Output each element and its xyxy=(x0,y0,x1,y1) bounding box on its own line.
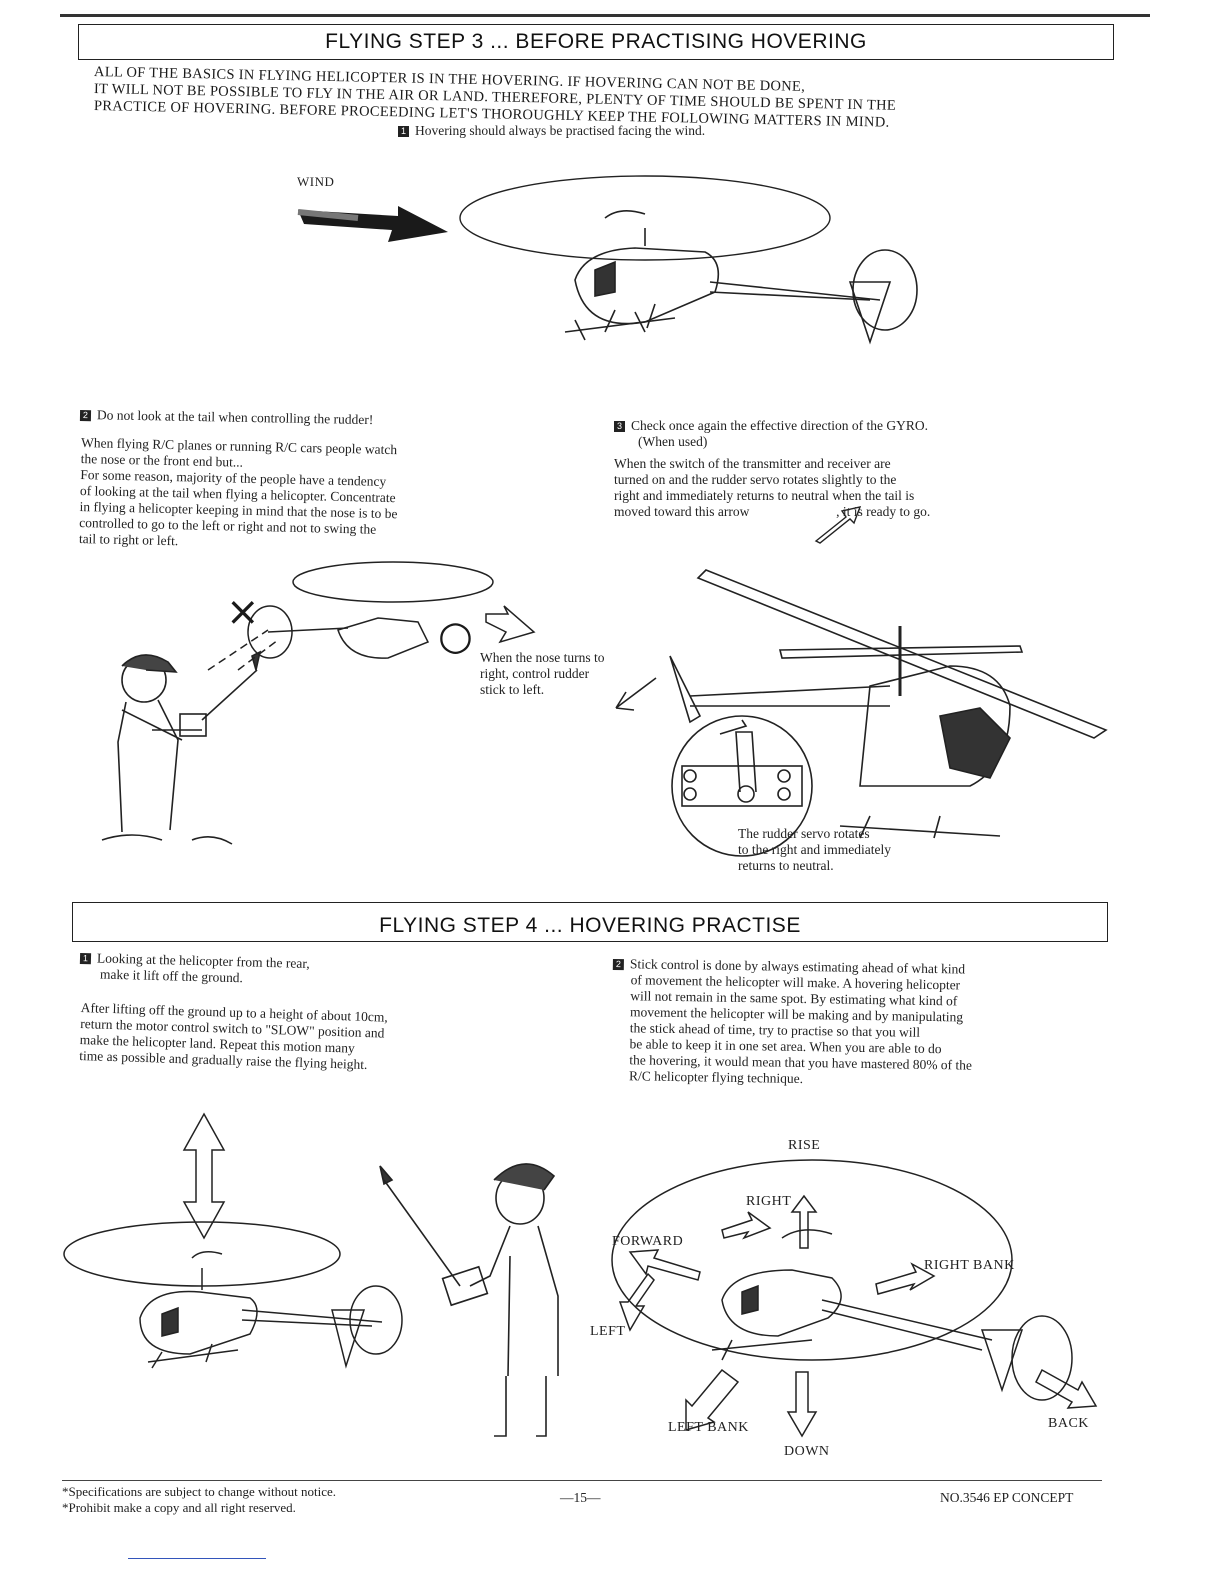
helicopter-illustration-middle xyxy=(207,561,494,671)
bottom-link-rule xyxy=(128,1558,266,1559)
nose-caption-line: right, control rudder xyxy=(480,666,590,681)
step3-item2: 2 Do not look at the tail when controllin… xyxy=(79,407,540,548)
right-mark: ○ xyxy=(438,613,473,659)
wind-arrow-icon xyxy=(297,206,448,242)
direction-forward: FORWARD xyxy=(612,1234,684,1249)
direction-back: BACK xyxy=(1048,1416,1089,1431)
item-number-badge: 1 xyxy=(79,953,92,965)
helicopter-illustration-bottom-left xyxy=(63,1221,403,1369)
step3-header: FLYING STEP 3 ... BEFORE PRACTISING HOVE… xyxy=(325,30,867,53)
item3-line: right and immediately returns to neutral… xyxy=(614,488,915,503)
servo-caption-line: The rudder servo rotates xyxy=(738,826,870,841)
item1-text: Hovering should always be practised faci… xyxy=(415,123,706,138)
direction-down: DOWN xyxy=(784,1444,830,1459)
item-number-badge: 2 xyxy=(79,410,92,422)
pilot-boy-illustration-right xyxy=(379,1163,559,1437)
footer-note: *Specifications are subject to change wi… xyxy=(62,1484,336,1499)
servo-caption: The rudder servo rotates to the right an… xyxy=(738,826,891,874)
helicopter-servo-illustration xyxy=(615,569,1108,857)
footer-notes: *Specifications are subject to change wi… xyxy=(62,1484,336,1516)
item3-line: When the switch of the transmitter and r… xyxy=(614,456,891,471)
pilot-boy-illustration-left xyxy=(101,650,262,845)
item2-title-row: 2 Do not look at the tail when controllin… xyxy=(79,407,540,431)
servo-caption-line: to the right and immediately xyxy=(738,842,891,857)
step4-header: FLYING STEP 4 ... HOVERING PRACTISE xyxy=(379,914,801,937)
item3-line: turned on and the rudder servo rotates s… xyxy=(614,472,897,487)
direction-right-bank: RIGHT BANK xyxy=(924,1258,1015,1273)
model-number: NO.3546 EP CONCEPT xyxy=(940,1490,1074,1505)
tail-direction-arrow-icon xyxy=(814,506,862,544)
top-rule xyxy=(60,14,1150,17)
nose-caption: When the nose turns to right, control ru… xyxy=(480,650,604,698)
wrong-mark: × xyxy=(226,589,260,635)
direction-right: RIGHT xyxy=(746,1194,792,1209)
item-number-badge: 3 xyxy=(614,421,625,432)
up-down-arrow-icon xyxy=(182,1112,226,1240)
wind-label: WIND xyxy=(297,174,335,189)
page-number: —15— xyxy=(560,1490,601,1505)
step3-item1: 1 Hovering should always be practised fac… xyxy=(398,123,898,139)
step3-header-box: FLYING STEP 3 ... BEFORE PRACTISING HOVE… xyxy=(78,24,1114,60)
direction-left: LEFT xyxy=(590,1324,626,1339)
direction-left-bank: LEFT BANK xyxy=(668,1420,749,1435)
item3-title-row: 3 Check once again the effective directio… xyxy=(614,418,1054,434)
item2-title: Do not look at the tail when controlling… xyxy=(96,407,374,428)
item-number-badge: 1 xyxy=(398,126,409,137)
helicopter-direction-diagram xyxy=(611,1159,1098,1438)
item3-title-2: (When used) xyxy=(638,434,708,449)
servo-caption-line: returns to neutral. xyxy=(738,858,834,873)
item-number-badge: 2 xyxy=(612,959,624,971)
step4-header-box: FLYING STEP 4 ... HOVERING PRACTISE xyxy=(72,902,1108,942)
direction-rise: RISE xyxy=(788,1138,821,1153)
item3-title-1: Check once again the effective direction… xyxy=(631,418,929,433)
footer-rule xyxy=(62,1480,1102,1481)
step3-intro: ALL OF THE BASICS IN FLYING HELICOPTER I… xyxy=(94,64,1014,131)
item3-line: moved toward this arrow xyxy=(614,504,750,519)
helicopter-illustration-top xyxy=(459,175,918,345)
nose-caption-line: When the nose turns to xyxy=(480,650,605,665)
nose-caption-line: stick to left. xyxy=(480,682,545,697)
turn-right-arrow-icon xyxy=(485,605,536,644)
footer-note: *Prohibit make a copy and all right rese… xyxy=(62,1500,296,1515)
